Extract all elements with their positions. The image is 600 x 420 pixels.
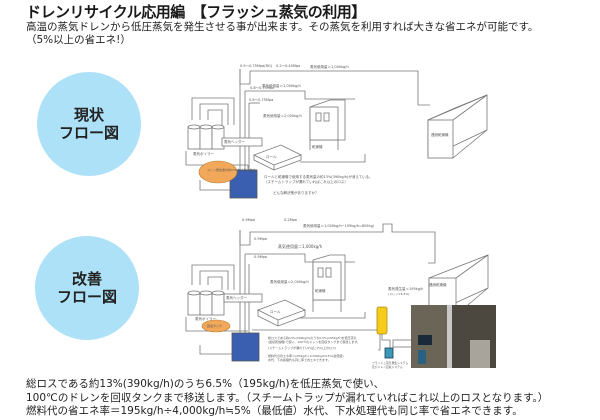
system-label-1: フラッシュ蒸気発生システム — [372, 361, 408, 365]
improved-steam-use-2: 蒸気使用量＝2,000kg/h — [270, 279, 309, 284]
intro-line-2: （5%以上の省エネ!） — [26, 33, 131, 46]
current-boilers — [187, 124, 225, 150]
improved-note-line2: (連続乾燥機)で使い、100℃のドレンを回収タンクまで移送します。 — [268, 339, 360, 344]
summary-line-3: 燃料代の省エネ率＝195kg/h÷4,000kg/h≒5%（最低値）水代、下水処… — [26, 405, 523, 417]
recovery-pump — [384, 347, 394, 359]
current-note-line1: ロールと乾燥機で使用する蒸気量の約13%(390kg/h)が消えている。 — [264, 174, 373, 179]
improved-steam-cloud — [201, 319, 231, 333]
improved-flow-diagram — [185, 223, 489, 362]
improved-steam-use-1: 蒸気使用量＝1,000kg/h — [278, 243, 323, 249]
flash-tank — [376, 306, 388, 335]
improved-note-line3: (スチームトラップが漏れていればこれ以上のロス) — [268, 345, 336, 350]
flash-steam-label: 蒸気発生量＝195kg/h — [388, 286, 423, 291]
improved-roll — [256, 299, 307, 327]
system-label-2: 及びドレン回収システム — [372, 365, 403, 369]
current-pressure-mid: 0.8〜0.75Mpa — [250, 86, 274, 90]
improved-duct-label: 連続乾燥機 — [429, 282, 447, 287]
current-flow-badge: 現状 フロー図 — [37, 72, 141, 176]
current-flow-badge-line1: 現状 — [73, 106, 104, 124]
current-dryer-machine — [309, 99, 346, 150]
improved-tank-label: 回収タンク — [207, 323, 222, 328]
current-cloud-text: ドレン発生量の約13%が大気へ放出 — [207, 167, 256, 172]
summary-line-1: 総ロスである約13%(390kg/h)のうち6.5%（195kg/h)を低圧蒸気… — [26, 378, 385, 390]
current-flow-diagram — [185, 69, 488, 199]
improved-duct — [428, 254, 489, 316]
intro-line-1: 高温の蒸気ドレンから低圧蒸気を発生させる事が出来ます。その蒸気を利用すれば大きな… — [26, 21, 539, 33]
current-boiler-label: 蒸気ボイラー — [193, 151, 214, 156]
improved-flow-badge-line2: フロー図 — [56, 288, 117, 306]
improved-note-line1: 総ロスである約13%(390kg/h)のうち6.5%(195kg/h)を低圧蒸気 — [268, 335, 357, 340]
current-roll-label: ロール — [266, 155, 277, 159]
improved-pressure-top-left: 0.9Mpa — [242, 218, 255, 222]
improved-dryer-label: 乾燥機 — [315, 288, 326, 293]
improved-pressure-low: 0.9Mpa — [254, 255, 267, 259]
current-note-question: どんな解決策がありますか？ — [273, 190, 319, 195]
current-steam-use-1: 蒸気使用量＝1,000kg/h — [262, 83, 301, 88]
current-steam-use-2: 蒸気使用量＝2,000kg/h — [263, 113, 302, 118]
page-title: ドレンリサイクル応用編 【フラッシュ蒸気の利用】 — [26, 3, 366, 21]
improved-pressure-mid: 0.9Mpa — [254, 237, 267, 241]
improved-pressure-top-right: 0.2Mpa — [284, 218, 297, 222]
current-steam-cloud — [198, 160, 238, 184]
improved-header-label: 蒸気ヘッダー — [226, 295, 247, 300]
current-pressure-top-right: 0.2〜0.45Mpa — [276, 64, 300, 68]
improved-steam-header — [223, 293, 263, 303]
current-boiler-loop-outer — [191, 97, 235, 125]
current-dryer-label: 乾燥機 — [312, 144, 323, 149]
improved-main-steam-line — [239, 223, 436, 264]
improved-note-line5: 水代、下水処理代も同じ率で省エネできます。 — [268, 357, 331, 362]
flash-steam-sub: (ドレン×6.5%) — [388, 292, 409, 296]
current-steam-gen-label: 蒸気使用量＝1,000kg/h — [310, 64, 349, 69]
summary-text: 総ロスである約13%(390kg/h)のうち6.5%（195kg/h)を低圧蒸気… — [26, 378, 548, 419]
improved-steam-gen-label: 蒸気使用量＝1,000kg/h−195kg/h=805kg/ — [303, 223, 375, 228]
current-line-mid — [245, 90, 355, 100]
equipment-photo — [411, 305, 496, 368]
intro-text: 高温の蒸気ドレンから低圧蒸気を発生させる事が出来ます。その蒸気を利用すれば大きな… — [26, 21, 538, 46]
improved-dryer-machine — [312, 254, 346, 312]
current-flow-badge-line2: フロー図 — [58, 124, 119, 142]
improved-drain-tank — [231, 332, 260, 362]
current-duct — [427, 94, 488, 159]
improved-note-line4: 燃料代の省エネ率＝195kg/h÷4,000kg/h≒5%(最低値) — [268, 353, 344, 358]
improved-flow-badge: 改善 フロー図 — [35, 236, 139, 340]
current-steam-header — [221, 137, 263, 147]
current-duct-label: 連続乾燥機 — [431, 132, 449, 137]
improved-boilers — [187, 290, 225, 316]
current-pressure-low: 0.8〜0.75Mpa — [249, 98, 273, 102]
improved-roll-label: ロール — [270, 310, 281, 314]
current-roll — [252, 144, 303, 171]
improved-boiler-label: 蒸気ボイラー — [195, 316, 216, 321]
current-header-label: 蒸気ヘッダー — [224, 139, 245, 144]
current-note-line2: （スチームトラップが漏れていればこれ以上のロス） — [264, 179, 348, 184]
improved-flow-badge-line1: 改善 — [71, 270, 102, 288]
current-pressure-top-left: 0.5〜0.75Mpa(RG) — [240, 64, 273, 68]
summary-line-2: 100℃のドレンを回収タンクまで移送します。（スチームトラップが漏れていればこれ… — [26, 391, 549, 404]
